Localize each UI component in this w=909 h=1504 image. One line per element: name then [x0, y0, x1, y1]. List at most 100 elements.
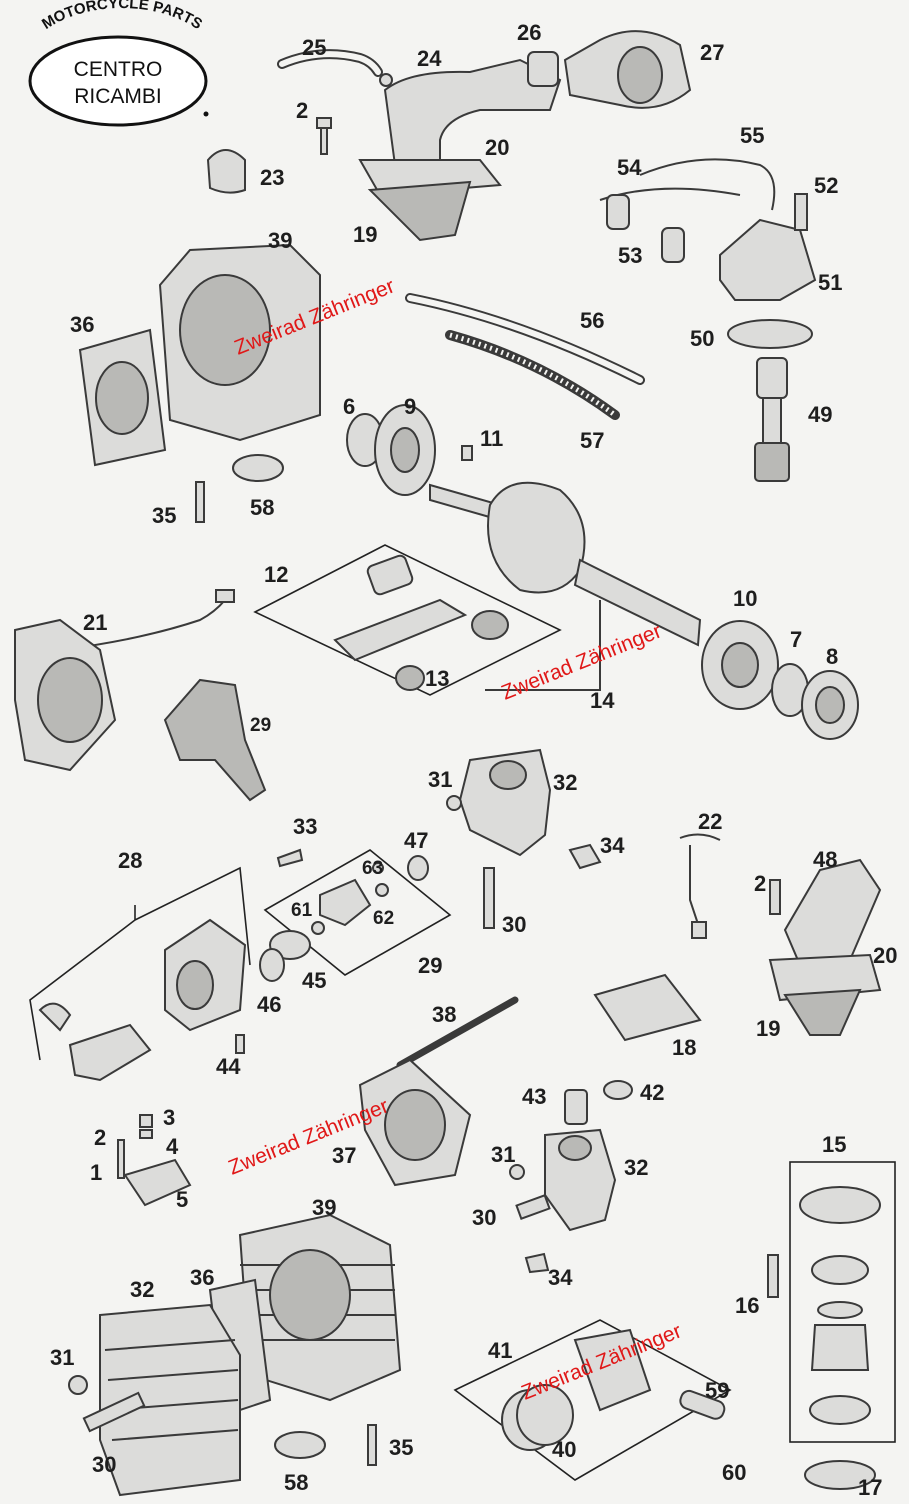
- nut-31-mid: [446, 795, 462, 811]
- callout-20-top: 20: [485, 135, 509, 160]
- callout-54: 54: [617, 155, 642, 180]
- callout-19-top: 19: [353, 222, 377, 247]
- callout-18: 18: [672, 1035, 696, 1060]
- callout-42: 42: [640, 1080, 664, 1105]
- callout-45: 45: [302, 968, 326, 993]
- callout-6: 6: [343, 394, 355, 419]
- callout-36-top: 36: [70, 312, 94, 337]
- conrod-kit-frame: [253, 544, 562, 696]
- callout-46: 46: [257, 992, 281, 1017]
- fitting-34-lower: [524, 1252, 550, 1274]
- watermark-3: Zweirad Zähringer: [225, 1094, 392, 1179]
- callout-15: 15: [822, 1132, 846, 1157]
- piston-assembly-15: [799, 1186, 881, 1425]
- callout-31-bottom: 31: [50, 1345, 74, 1370]
- callout-7: 7: [790, 627, 802, 652]
- callout-58-top: 58: [250, 495, 274, 520]
- ignition-21: [14, 589, 235, 772]
- callout-49: 49: [808, 402, 832, 427]
- intake-manifold-top: [358, 58, 562, 242]
- callout-9: 9: [404, 394, 416, 419]
- callout-29-top: 29: [250, 715, 271, 736]
- sensor-30-bottom: [82, 1391, 146, 1433]
- callout-2-lower: 2: [94, 1125, 106, 1150]
- carburettor-28: [38, 918, 247, 1082]
- flange-1-5: [117, 1114, 192, 1207]
- callout-26: 26: [517, 20, 541, 45]
- bracket-14: [485, 600, 601, 691]
- callout-3: 3: [163, 1105, 175, 1130]
- oring-46: [259, 948, 285, 982]
- callout-60: 60: [722, 1460, 746, 1485]
- callout-51: 51: [818, 270, 842, 295]
- stud-38: [396, 996, 519, 1069]
- cylinder-head-32-lower: [99, 1303, 241, 1497]
- callout-39-top: 39: [268, 228, 292, 253]
- callout-13: 13: [425, 666, 449, 691]
- callout-21: 21: [83, 610, 107, 635]
- gasket-58-bottom: [274, 1431, 326, 1459]
- centro-ricambi-logo: MOTORCYCLE PARTS CENTRO RICAMBI: [28, 0, 209, 127]
- oring-17: [804, 1460, 876, 1490]
- sensor-30-lower: [515, 1194, 551, 1220]
- pump-housing-32-mid: [458, 748, 552, 857]
- key-11: [461, 445, 473, 461]
- callout-32-lower: 32: [624, 1155, 648, 1180]
- carburettor-upper: [599, 158, 817, 482]
- callout-29-kit: 29: [418, 953, 442, 978]
- callout-27: 27: [700, 40, 724, 65]
- callout-4: 4: [166, 1134, 179, 1159]
- callout-31-lower: 31: [491, 1142, 515, 1167]
- callout-53: 53: [618, 243, 642, 268]
- callout-62: 62: [373, 908, 394, 929]
- callout-33: 33: [293, 814, 317, 839]
- callout-10: 10: [733, 586, 757, 611]
- callout-34-mid: 34: [600, 833, 625, 858]
- screw-16: [767, 1254, 779, 1298]
- oring-47: [407, 855, 429, 881]
- watermark-2: Zweirad Zähringer: [498, 619, 665, 704]
- screw-2-top: [316, 117, 332, 155]
- callout-57: 57: [580, 428, 604, 453]
- crankshaft: [429, 481, 702, 647]
- piston-kit-parts: [501, 1328, 726, 1451]
- callout-43: 43: [522, 1084, 546, 1109]
- callout-16: 16: [735, 1293, 759, 1318]
- callout-24: 24: [417, 46, 442, 71]
- callout-47: 47: [404, 828, 428, 853]
- cylinder-upper-39: [78, 243, 321, 467]
- callout-32-mid: 32: [553, 770, 577, 795]
- callout-1: 1: [90, 1160, 102, 1185]
- logo-line1: CENTRO: [74, 58, 163, 81]
- callout-25: 25: [302, 35, 326, 60]
- callout-30-mid: 30: [502, 912, 526, 937]
- callout-39-lower: 39: [312, 1195, 336, 1220]
- callout-23: 23: [260, 165, 284, 190]
- callout-8: 8: [826, 644, 838, 669]
- gasket-18: [593, 973, 702, 1042]
- callout-labels: 25 24 26 27 2 20 23 19 55 54 52 53 51 50…: [50, 20, 897, 1500]
- callout-40: 40: [552, 1437, 576, 1462]
- callout-11: 11: [480, 426, 503, 451]
- callout-52: 52: [814, 173, 838, 198]
- callout-14: 14: [590, 688, 615, 713]
- conrod-kit-parts: [333, 554, 509, 691]
- kickstart-29: [163, 678, 267, 802]
- sensor-30-mid: [483, 867, 495, 929]
- gasket-58-top: [232, 454, 284, 482]
- valve-kit-parts: [276, 848, 389, 935]
- callout-30-bottom: 30: [92, 1452, 116, 1477]
- screw-44: [235, 1034, 245, 1054]
- callout-34-lower: 34: [548, 1265, 573, 1290]
- callout-12: 12: [264, 562, 288, 587]
- callout-22: 22: [698, 809, 722, 834]
- hose-57: [445, 330, 620, 420]
- logo-arc-text: MOTORCYCLE PARTS: [39, 0, 205, 33]
- callout-5: 5: [176, 1187, 188, 1212]
- throttle-body-27: [527, 30, 692, 109]
- callout-28: 28: [118, 848, 142, 873]
- callout-19-right: 19: [756, 1016, 780, 1041]
- valve-kit-frame: [263, 849, 452, 976]
- bracket-23: [206, 149, 246, 194]
